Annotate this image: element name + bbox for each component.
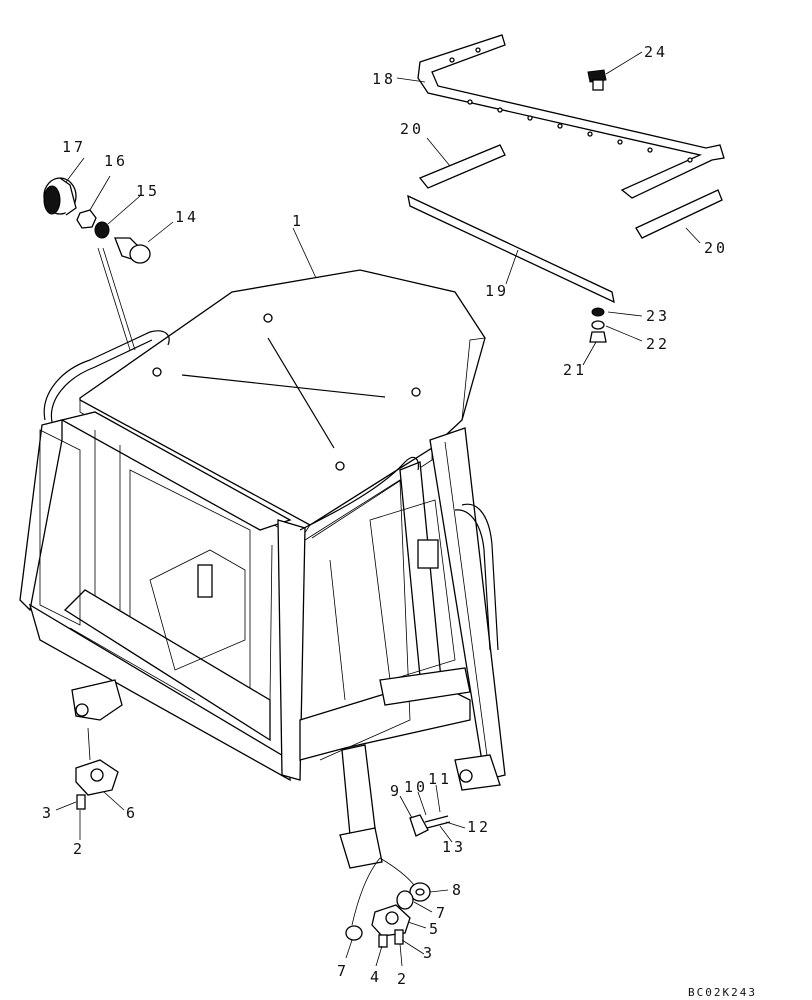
callout-17: 17 (62, 138, 86, 156)
callout-24: 24 (644, 43, 668, 61)
callout-3-left: 3 (42, 804, 54, 822)
callout-7-lower: 7 (337, 962, 349, 980)
leader-lines (55, 51, 701, 967)
drawing-code: BC02K243 (688, 986, 757, 999)
part-2-3-bolts (394, 929, 404, 945)
part-7-disc-upper (396, 890, 414, 910)
part-20-strip-upper (418, 144, 506, 189)
callout-20-lower: 20 (704, 239, 728, 257)
cab-frame (19, 411, 506, 869)
part-8-disc (409, 882, 431, 902)
part-23-washer (591, 307, 605, 317)
part-17-cap (43, 177, 77, 216)
mount-block-right (371, 904, 411, 937)
callout-23: 23 (646, 307, 670, 325)
callout-18: 18 (372, 70, 396, 88)
callout-3-right: 3 (423, 944, 435, 962)
part-20-strip-lower (635, 189, 723, 239)
callout-1: 1 (292, 212, 304, 230)
part-15-washer (94, 221, 110, 239)
callout-21: 21 (563, 361, 587, 379)
callout-labels: 1 2 2 3 3 4 5 6 7 7 8 9 10 11 12 13 14 1… (42, 43, 728, 988)
callout-4: 4 (370, 968, 382, 986)
callout-19: 19 (485, 282, 509, 300)
mount-block-left (75, 759, 119, 796)
part-3-bolt-left (76, 794, 86, 810)
callout-2-left: 2 (73, 840, 85, 858)
part-24-bolt (587, 69, 607, 91)
callout-9: 9 (390, 782, 402, 800)
callout-6: 6 (126, 804, 138, 822)
callout-7-upper: 7 (436, 904, 448, 922)
callout-2-right: 2 (397, 970, 409, 988)
part-21-bolt (589, 331, 607, 343)
callout-13: 13 (442, 838, 466, 856)
callout-12: 12 (467, 818, 491, 836)
callout-11: 11 (428, 770, 452, 788)
callout-5: 5 (429, 920, 441, 938)
part-9-10-pin (409, 814, 451, 837)
callout-20-upper: 20 (400, 120, 424, 138)
part-16-nut (76, 209, 97, 229)
callout-10: 10 (404, 778, 428, 796)
bracket-holes (449, 47, 693, 163)
part-19-strip (407, 194, 615, 304)
part-4-bolt (378, 934, 388, 948)
part-22-washer (591, 320, 605, 330)
callout-15: 15 (136, 182, 160, 200)
part-18-bracket (417, 34, 725, 199)
grab-handle-right (299, 456, 499, 651)
part-14-knob (114, 237, 151, 264)
roof-panel (79, 269, 486, 541)
part-7-disc-lower (345, 925, 363, 941)
callout-14: 14 (175, 208, 199, 226)
callout-16: 16 (104, 152, 128, 170)
callout-8: 8 (452, 881, 464, 899)
callout-22: 22 (646, 335, 670, 353)
grab-handle-left (43, 330, 170, 423)
